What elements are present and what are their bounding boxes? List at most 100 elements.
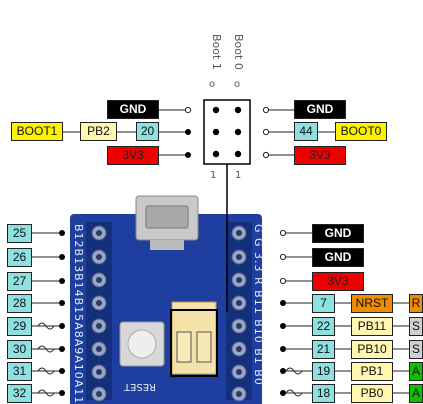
reset-silk-label: RESET (124, 381, 157, 392)
pb2-label: PB2 (80, 122, 117, 141)
connector-ring (279, 253, 287, 261)
squiggle-mark (37, 367, 55, 375)
left-header-hole-center (96, 391, 102, 397)
right-gnd-label-2: GND (312, 248, 364, 267)
right-header-hole-center (236, 323, 242, 329)
pb1-label: PB1 (351, 362, 393, 381)
squiggle-mark (37, 345, 55, 353)
pb1-tail-label: A (409, 362, 423, 381)
right-pin-22: 22 (312, 317, 335, 336)
connector-dot (280, 368, 286, 374)
connector-dot (59, 323, 65, 329)
right-gnd-label-1: GND (312, 224, 364, 243)
jumper-boot0[interactable] (196, 331, 212, 363)
connector-dot (59, 230, 65, 236)
connector-ring (262, 151, 270, 159)
pb11-label: PB11 (351, 317, 393, 336)
boot0-pin-number: 1 (235, 170, 242, 181)
left-header-hole-center (96, 277, 102, 283)
right-pin-18: 18 (312, 384, 335, 403)
right-header-hole-center (236, 300, 242, 306)
top-right-3v3-label: 3V3 (294, 146, 346, 165)
nrst-tail-label: R (409, 294, 423, 313)
right-header-hole-center (236, 230, 242, 236)
left-header-hole-center (96, 230, 102, 236)
boot-header-pin (234, 106, 242, 114)
boot-header-pin (234, 128, 242, 136)
boot-header-pin (212, 150, 220, 158)
usb-port (145, 205, 189, 229)
left-header-hole-center (96, 254, 102, 260)
right-header-hole-center (236, 369, 242, 375)
top-right-gnd-label: GND (294, 100, 346, 119)
top-left-gnd-label: GND (107, 100, 159, 119)
boot0-label: BOOT0 (335, 122, 387, 141)
left-pin-29: 29 (7, 317, 32, 336)
boot-header-pin (212, 128, 220, 136)
pb10-label: PB10 (351, 340, 393, 359)
left-header-hole-center (96, 346, 102, 352)
connector-dot (59, 390, 65, 396)
left-header-hole-center (96, 369, 102, 375)
connector-ring (262, 106, 270, 114)
connector-dot (185, 129, 191, 135)
pin-20-label: 20 (136, 122, 159, 141)
boot1-label: BOOT1 (11, 122, 63, 141)
right-pin-7: 7 (312, 294, 335, 313)
connector-lines (32, 106, 409, 397)
connector-dot (280, 323, 286, 329)
left-header-hole-center (96, 300, 102, 306)
connector-dot (185, 152, 191, 158)
right-header-hole-center (236, 277, 242, 283)
connector-dot (280, 390, 286, 396)
board-silk-left: B12B13B14B15A8A9A10A11 (72, 224, 85, 404)
pb0-label: PB0 (351, 384, 393, 403)
right-pin-19: 19 (312, 362, 335, 381)
connector-ring (184, 106, 192, 114)
connector-dot (59, 300, 65, 306)
left-pin-28: 28 (7, 294, 32, 313)
connector-dot (59, 278, 65, 284)
boot-header-pins (212, 106, 242, 158)
boot0-circle: o (234, 79, 241, 90)
squiggle-mark (37, 389, 55, 397)
squiggle-mark (37, 322, 55, 330)
board-holes (91, 225, 247, 402)
left-header-hole-center (96, 323, 102, 329)
usb-foot (150, 240, 184, 250)
connector-dot (59, 368, 65, 374)
reset-button-cap[interactable] (127, 329, 157, 359)
left-pin-31: 31 (7, 362, 32, 381)
boot1-circle: o (209, 79, 216, 90)
connector-dot (59, 346, 65, 352)
right-3v3-label: 3V3 (312, 272, 364, 291)
pb10-tail-label: S (409, 340, 423, 359)
connector-ring (279, 229, 287, 237)
boot1-pin-number: 1 (210, 170, 217, 181)
left-pin-25: 25 (7, 224, 32, 243)
boot1-column-label: Boot 1 (210, 34, 223, 70)
jumper-highlight (170, 309, 218, 377)
left-pin-26: 26 (7, 248, 32, 267)
jumper-boot1[interactable] (176, 331, 192, 363)
boot-header-pin (234, 150, 242, 158)
connector-dot (280, 300, 286, 306)
boot0-column-label: Boot 0 (232, 34, 245, 70)
connector-ring (262, 128, 270, 136)
top-left-3v3-label: 3V3 (107, 146, 159, 165)
left-pin-30: 30 (7, 340, 32, 359)
boot-header-box (203, 99, 251, 165)
pin-44-label: 44 (294, 122, 318, 141)
right-header-hole-center (236, 254, 242, 260)
board-silk-right: G G 3.3 R B11 B10 B1 B0 (252, 224, 265, 386)
right-pin-21: 21 (312, 340, 335, 359)
left-pin-32: 32 (7, 384, 32, 403)
pb0-tail-label: A (409, 384, 423, 403)
connector-ring (279, 277, 287, 285)
right-header-hole-center (236, 346, 242, 352)
left-pin-27: 27 (7, 272, 32, 291)
right-header-hole-center (236, 391, 242, 397)
connector-dot (59, 254, 65, 260)
